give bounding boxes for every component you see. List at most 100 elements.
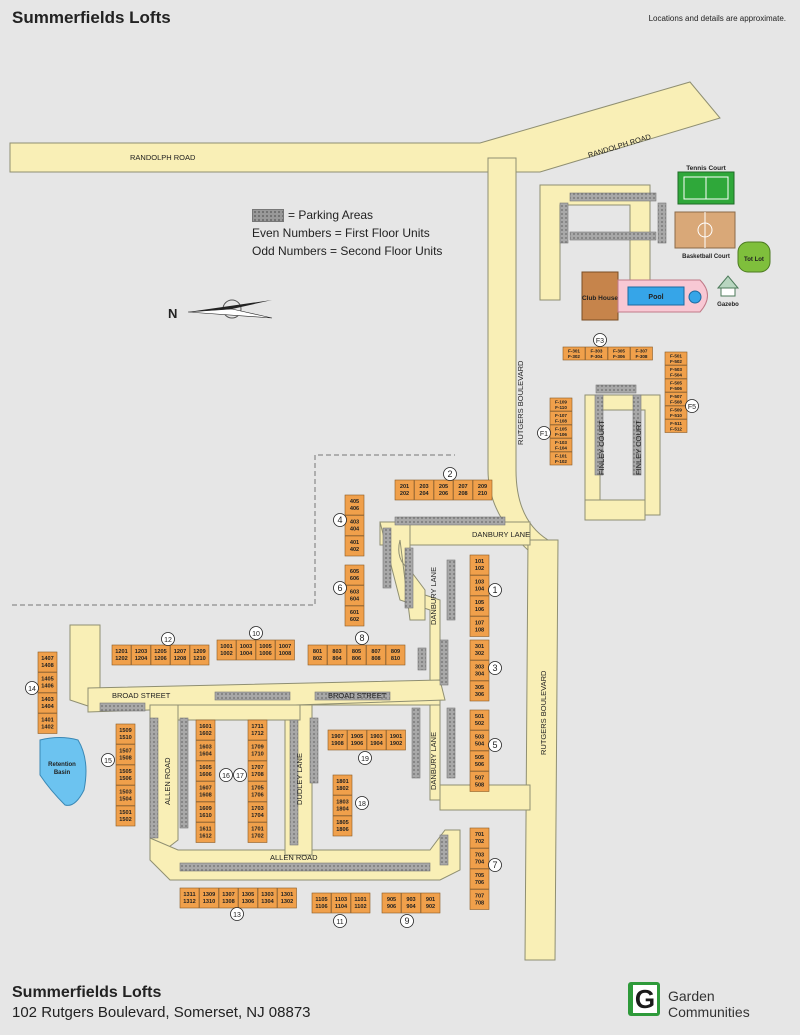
unit-number: F-511 (670, 421, 682, 426)
tot-lot (737, 241, 771, 273)
unit-number: 207 (458, 484, 467, 490)
logo-letter: G (633, 984, 657, 1014)
unit-number: 1609 (199, 806, 211, 812)
unit-block (344, 515, 365, 536)
building-number: 10 (252, 631, 260, 638)
unit-number: F-509 (670, 408, 682, 413)
unit-block (394, 479, 415, 501)
unit-number: 108 (475, 628, 484, 634)
disclaimer-note: Locations and details are approximate. (648, 14, 786, 23)
unit-number: 905 (387, 897, 396, 903)
retention-basin (39, 737, 87, 806)
unit-number: 1801 (336, 779, 348, 785)
unit-number: F-101 (555, 454, 567, 459)
unit-number: 106 (475, 607, 484, 613)
unit-number: 201 (400, 484, 409, 490)
unit-block (275, 639, 295, 661)
unit-number: 1603 (199, 745, 211, 751)
unit-number: 202 (400, 491, 409, 497)
unit-number: 1608 (199, 793, 211, 799)
unit-block (366, 644, 386, 666)
unit-block (469, 827, 490, 849)
building-17: 1711171217091710170717081705170617031704… (233, 719, 268, 843)
unit-number: 1406 (41, 684, 53, 690)
unit-number: 1706 (251, 793, 263, 799)
unit-number: 1709 (251, 745, 263, 751)
building-badge (488, 738, 502, 752)
building-badge (333, 914, 347, 928)
building-16: 1601160216031604160516061607160816091610… (195, 719, 233, 843)
unit-block (469, 848, 490, 869)
unit-number: 606 (350, 576, 359, 582)
unit-number: F-307 (635, 349, 647, 354)
finley1-label: FINLEY COURT (597, 420, 606, 475)
unit-number: F-303 (590, 349, 602, 354)
retention-label-2: Basin (54, 770, 71, 776)
unit-block (469, 639, 490, 661)
unit-block (549, 411, 573, 425)
unit-number: 208 (458, 491, 467, 497)
unit-block (469, 575, 490, 596)
unit-number: F-109 (555, 400, 567, 405)
unit-block (585, 346, 608, 361)
building-badge (488, 858, 502, 872)
pool (627, 286, 685, 306)
building-number: 6 (337, 583, 342, 593)
unit-number: 305 (475, 685, 484, 691)
unit-number: 1701 (251, 827, 263, 833)
unit-number: 1612 (199, 834, 211, 840)
footer-title: Summerfields Lofts (12, 984, 162, 1001)
tennis-label: Tennis Court (686, 165, 726, 172)
unit-block (664, 419, 688, 433)
unit-number: 107 (475, 621, 484, 627)
unit-number: 1507 (119, 749, 131, 755)
unit-number: 504 (475, 742, 485, 748)
unit-number: 205 (439, 484, 448, 490)
unit-block (189, 644, 210, 666)
unit-number: 810 (391, 656, 400, 662)
unit-number: 1205 (154, 649, 166, 655)
unit-number: F-504 (670, 373, 682, 378)
pool-label: Pool (648, 294, 663, 301)
unit-block (115, 785, 136, 806)
unit-number: 1105 (315, 897, 327, 903)
building-number: 2 (447, 469, 452, 479)
unit-number: 104 (475, 587, 485, 593)
building-badge (400, 914, 414, 928)
unit-number: 102 (475, 566, 484, 572)
unit-number: 1903 (370, 734, 382, 740)
unit-number: 1508 (119, 756, 131, 762)
building-number: F1 (540, 431, 548, 438)
unit-block (247, 719, 268, 741)
unit-number: 1008 (279, 651, 291, 657)
unit-number: 1408 (41, 663, 53, 669)
unit-number: 1703 (251, 806, 263, 812)
unit-block (179, 887, 200, 909)
unit-number: 1907 (331, 734, 343, 740)
unit-number: 1906 (351, 741, 363, 747)
unit-block (469, 868, 490, 890)
unit-number: F-104 (555, 446, 567, 451)
unit-block (195, 719, 216, 741)
unit-number: 702 (475, 839, 484, 845)
unit-number: 209 (478, 484, 487, 490)
unit-number: 506 (475, 762, 484, 768)
unit-number: 1401 (41, 718, 53, 724)
building-number: F5 (688, 404, 696, 411)
unit-number: 1405 (41, 677, 53, 683)
unit-number: 304 (475, 672, 485, 678)
unit-number: 704 (475, 860, 485, 866)
unit-number: 1206 (154, 656, 166, 662)
randolph-road (9, 81, 721, 173)
building-badge (537, 426, 551, 440)
unit-block (469, 554, 490, 576)
unit-number: 1203 (135, 649, 147, 655)
unit-block (344, 605, 365, 627)
page-title: Summerfields Lofts (12, 8, 171, 27)
unit-number: 1803 (336, 800, 348, 806)
unit-block (469, 595, 490, 617)
unit-number: 1802 (336, 786, 348, 792)
unit-block (469, 730, 490, 751)
